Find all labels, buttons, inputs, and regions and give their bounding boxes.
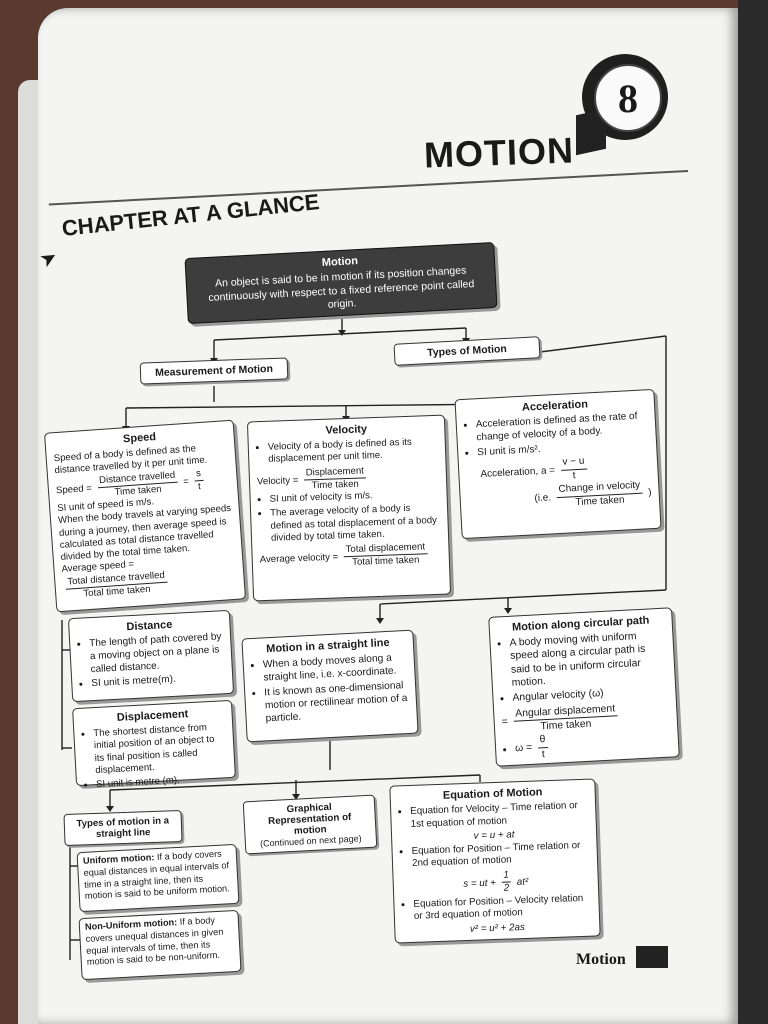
uniform-motion-box: Uniform motion: If a body covers equal d…	[76, 843, 240, 913]
third-equation-label: Equation for Position – Velocity relatio…	[413, 892, 592, 923]
speed-box: Speed Speed of a body is defined as the …	[43, 419, 247, 613]
acceleration-box: Acceleration Acceleration is defined as …	[454, 388, 662, 540]
distance-definition: The length of path covered by a moving o…	[89, 631, 225, 676]
velocity-box: Velocity Velocity of a body is defined a…	[246, 414, 452, 602]
average-velocity-text: The average velocity of a body is define…	[270, 502, 441, 545]
straight-line-motion-box: Motion in a straight line When a body mo…	[241, 629, 419, 743]
footer-tab	[636, 946, 668, 968]
page-shadow	[738, 0, 768, 1024]
circular-motion-definition: A body moving with uniform speed along a…	[509, 629, 668, 690]
circular-motion-box: Motion along circular path A body moving…	[488, 607, 680, 767]
displacement-definition: The shortest distance from initial posit…	[93, 721, 227, 777]
types-of-straight-motion-label: Types of motion in a straight line	[63, 809, 183, 847]
second-equation-label: Equation for Position – Time relation or…	[411, 839, 590, 870]
first-equation-label: Equation for Velocity – Time relation or…	[410, 800, 589, 831]
footer-label: Motion	[576, 951, 626, 968]
non-uniform-motion-box: Non-Uniform motion: If a body covers une…	[78, 909, 242, 981]
straight-line-rectilinear: It is known as one-dimensional motion or…	[264, 679, 410, 726]
distance-box: Distance The length of path covered by a…	[67, 609, 235, 703]
graphical-representation-box: Graphical Representation of motion (Cont…	[242, 794, 378, 855]
velocity-definition: Velocity of a body is defined as its dis…	[268, 436, 439, 466]
equation-of-motion-box: Equation of Motion Equation for Velocity…	[389, 778, 601, 944]
chapter-number: 8	[594, 64, 662, 132]
displacement-box: Displacement The shortest distance from …	[72, 699, 236, 790]
